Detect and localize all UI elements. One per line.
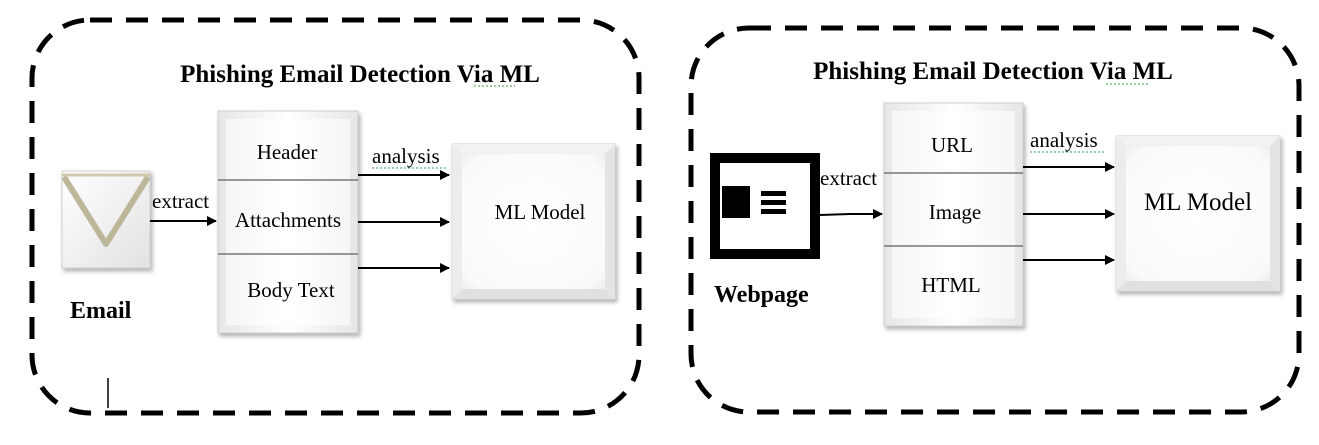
extract-label-left: extract <box>152 189 209 213</box>
feature-body-text: Body Text <box>247 278 335 302</box>
webpage-icon <box>710 153 820 259</box>
ml-model-box-right <box>1115 135 1281 292</box>
panel-title-left: Phishing Email Detection Via ML <box>180 61 540 88</box>
extract-arrow-right <box>819 209 883 219</box>
email-detection-panel: Phishing Email Detection Via ML Email ex… <box>29 17 642 416</box>
ml-model-box-left <box>451 143 616 300</box>
webpage-detection-panel: Phishing Email Detection Via ML Webpage … <box>688 25 1302 415</box>
feature-image: Image <box>929 200 981 224</box>
panel-title-right: Phishing Email Detection Via ML <box>813 58 1173 85</box>
webpage-label: Webpage <box>714 282 809 308</box>
panel-border-right <box>688 25 1302 415</box>
envelope-icon <box>61 170 151 269</box>
feature-attachments: Attachments <box>235 208 341 232</box>
ml-model-label-right: ML Model <box>1144 189 1252 216</box>
feature-html: HTML <box>921 273 981 297</box>
feature-url: URL <box>931 133 973 157</box>
ml-model-label-left: ML Model <box>495 200 586 224</box>
extract-label-right: extract <box>820 166 877 190</box>
panel-border-left <box>29 17 642 416</box>
analysis-label-right: analysis <box>1030 128 1098 152</box>
email-features-box <box>217 110 359 334</box>
email-label: Email <box>70 298 132 324</box>
analysis-label-left: analysis <box>372 144 440 168</box>
feature-header: Header <box>257 140 318 164</box>
